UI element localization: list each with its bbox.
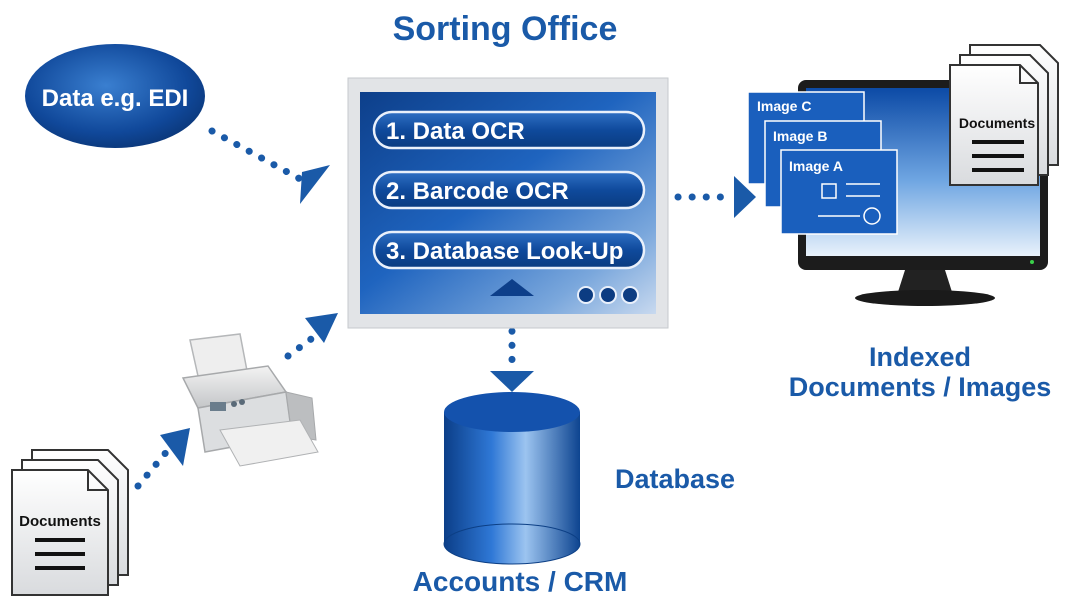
image-card-a: Image A (780, 149, 898, 235)
arrow-sorting-to-output (674, 176, 756, 218)
image-card-c-label: Image C (757, 98, 811, 114)
image-card-a-label: Image A (789, 158, 843, 174)
image-card-b-label: Image B (773, 128, 827, 144)
data-source-ellipse: Data e.g. EDI (25, 44, 205, 148)
step-label-1: 1. Data OCR (386, 118, 525, 145)
indexed-label-line2: Documents / Images (788, 372, 1052, 402)
documents-output-stack: Documents (949, 44, 1059, 186)
indexed-output-label: Indexed Documents / Images (780, 342, 1060, 402)
arrow-sorting-database (490, 299, 534, 392)
documents-input-stack: Documents (11, 449, 129, 596)
arrow-scanner-to-sorting (284, 313, 338, 360)
image-placeholder-square-icon (821, 183, 837, 199)
data-source-label: Data e.g. EDI (42, 85, 189, 112)
accounts-crm-label: Accounts / CRM (412, 566, 628, 597)
scanner-icon (181, 333, 319, 467)
documents-input-label: Documents (19, 513, 101, 530)
sorting-office-title: Sorting Office (392, 10, 618, 48)
step-pill-1: 1. Data OCR (372, 110, 646, 150)
database-cylinder-icon (443, 392, 581, 565)
database-label: Database (614, 464, 736, 494)
sorting-office-panel: 1. Data OCR 2. Barcode OCR 3. Database L… (347, 77, 669, 329)
arrow-documents-to-scanner (134, 428, 190, 490)
panel-up-triangle-icon (490, 279, 534, 296)
panel-dots-icon (577, 286, 639, 304)
step-label-2: 2. Barcode OCR (386, 178, 569, 205)
step-pill-2: 2. Barcode OCR (372, 170, 646, 210)
step-label-3: 3. Database Look-Up (386, 238, 623, 265)
image-placeholder-circle-icon (863, 207, 881, 225)
documents-output-label: Documents (959, 115, 1035, 131)
step-pill-3: 3. Database Look-Up (372, 230, 646, 270)
indexed-label-line1: Indexed (868, 342, 972, 372)
arrow-data-to-sorting (208, 127, 330, 204)
